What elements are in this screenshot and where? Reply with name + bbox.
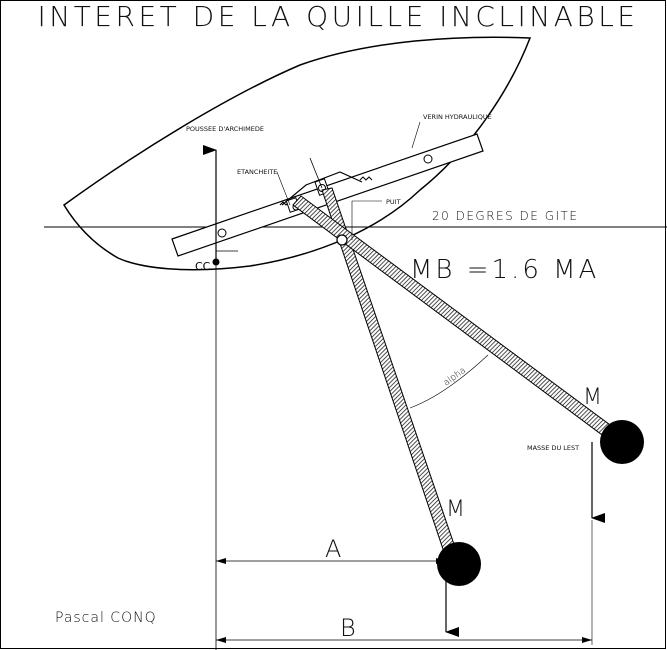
alpha-arc [409, 354, 489, 409]
ballast-mass-fixed [437, 542, 481, 586]
ballast-mass-canted [600, 420, 644, 464]
label-verin: VERIN HYDRAULIQUE [423, 113, 492, 121]
keel-pivot [336, 234, 348, 246]
label-etancheite: ETANCHEITE [237, 168, 277, 176]
diagram-title: INTERET DE LA QUILLE INCLINABLE [37, 0, 638, 33]
cc-point [212, 258, 220, 266]
label-alpha: alpha [442, 366, 468, 389]
label-formula: MB =1.6 MA [410, 255, 599, 285]
keel-canted [292, 195, 626, 447]
label-masse-du-lest: MASSE DU LEST [527, 444, 579, 452]
label-cc: CC [195, 260, 211, 273]
seal-right [359, 176, 373, 181]
label-mass-canted: M [583, 385, 602, 410]
label-poussee: POUSSEE D'ARCHIMEDE [186, 125, 264, 133]
label-gite: 20 DEGRES DE GITE [432, 209, 578, 223]
label-dim-b: B [340, 614, 356, 642]
label-mass-fixed: M [446, 497, 465, 522]
pivot-axis [309, 157, 323, 189]
dimension-b [216, 520, 593, 645]
label-dim-a: A [325, 535, 341, 563]
label-author: Pascal CONQ [55, 610, 157, 626]
dimension-a [216, 558, 446, 564]
label-puit: PUIT [386, 198, 401, 206]
